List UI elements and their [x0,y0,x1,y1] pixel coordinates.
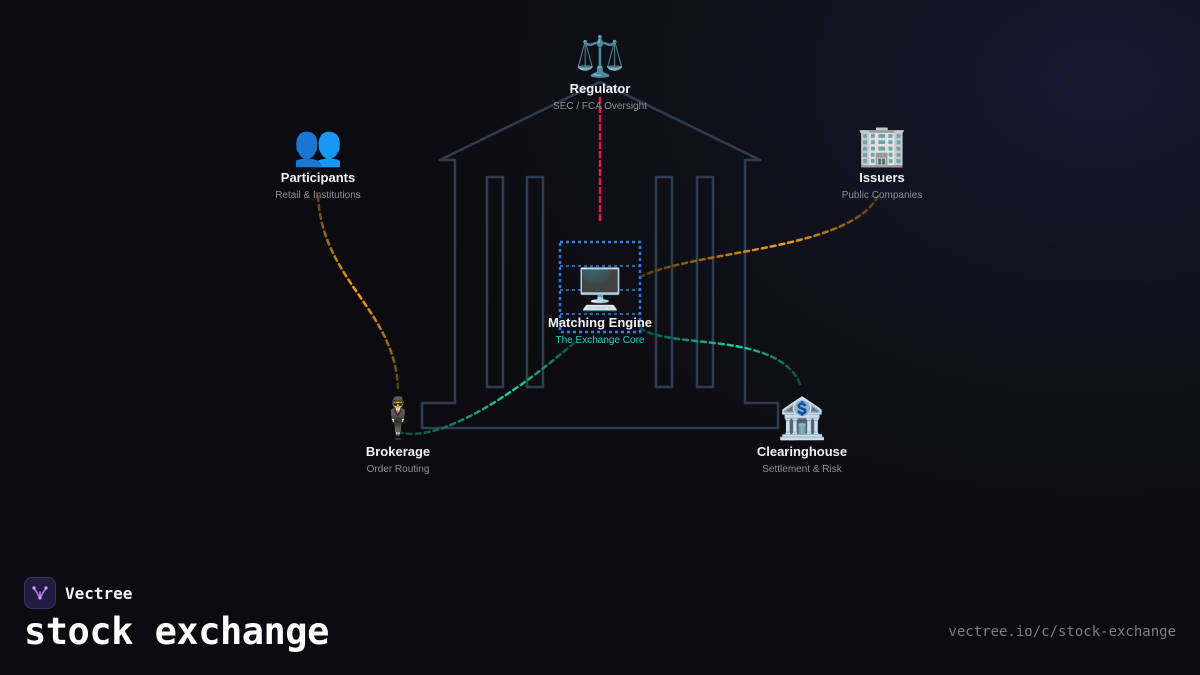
office-building-icon: 🏢 [857,123,907,169]
node-subtitle: Public Companies [842,190,923,201]
brand[interactable]: Vectree [24,577,132,609]
engine-clearinghouse-link [638,326,803,388]
connectors [316,96,880,436]
page-url[interactable]: vectree.io/c/stock-exchange [948,624,1176,640]
building-pillar [485,175,505,389]
node-regulator[interactable]: ⚖️ Regulator SEC / FCA Oversight [553,33,647,112]
node-subtitle: Retail & Institutions [275,190,361,201]
page-title: stock exchange [24,610,329,653]
scales-icon: ⚖️ [575,33,625,80]
node-clearinghouse[interactable]: 🏦 Clearinghouse Settlement & Risk [757,395,847,475]
participants-brokerage-link [316,194,400,390]
node-label: Brokerage [366,444,430,459]
node-label: Participants [281,170,355,185]
building-facade [420,80,780,430]
node-subtitle: Order Routing [367,464,430,475]
node-matching-engine[interactable]: 🖥️ Matching Engine The Exchange Core [548,266,652,346]
brand-name: Vectree [65,583,133,603]
node-label: Matching Engine [548,315,652,330]
desktop-computer-icon: 🖥️ [575,266,625,313]
matching-engine-box[interactable] [558,240,642,334]
node-subtitle: Settlement & Risk [762,464,842,475]
node-issuers[interactable]: 🏢 Issuers Public Companies [842,123,923,201]
node-label: Clearinghouse [757,444,847,459]
vectree-logo-glyph [32,586,48,600]
issuers-engine-link [640,194,880,278]
building-pillar [695,175,715,389]
node-label: Issuers [859,170,905,185]
node-subtitle: SEC / FCA Oversight [553,101,647,112]
node-label: Regulator [570,81,631,96]
node-participants[interactable]: 👥 Participants Retail & Institutions [275,123,361,201]
people-icon: 👥 [293,123,343,169]
node-subtitle: The Exchange Core [556,335,645,346]
engine-outer-box [558,240,642,334]
node-brokerage[interactable]: 🕴️ Brokerage Order Routing [366,395,430,475]
exchange-building-outline [420,80,780,430]
building-pillar [654,175,674,389]
vectree-logo-icon [24,577,56,609]
building-pillar [525,175,545,389]
brokerage-engine-link [396,340,577,436]
bank-icon: 🏦 [777,395,827,442]
businessman-icon: 🕴️ [373,395,423,442]
